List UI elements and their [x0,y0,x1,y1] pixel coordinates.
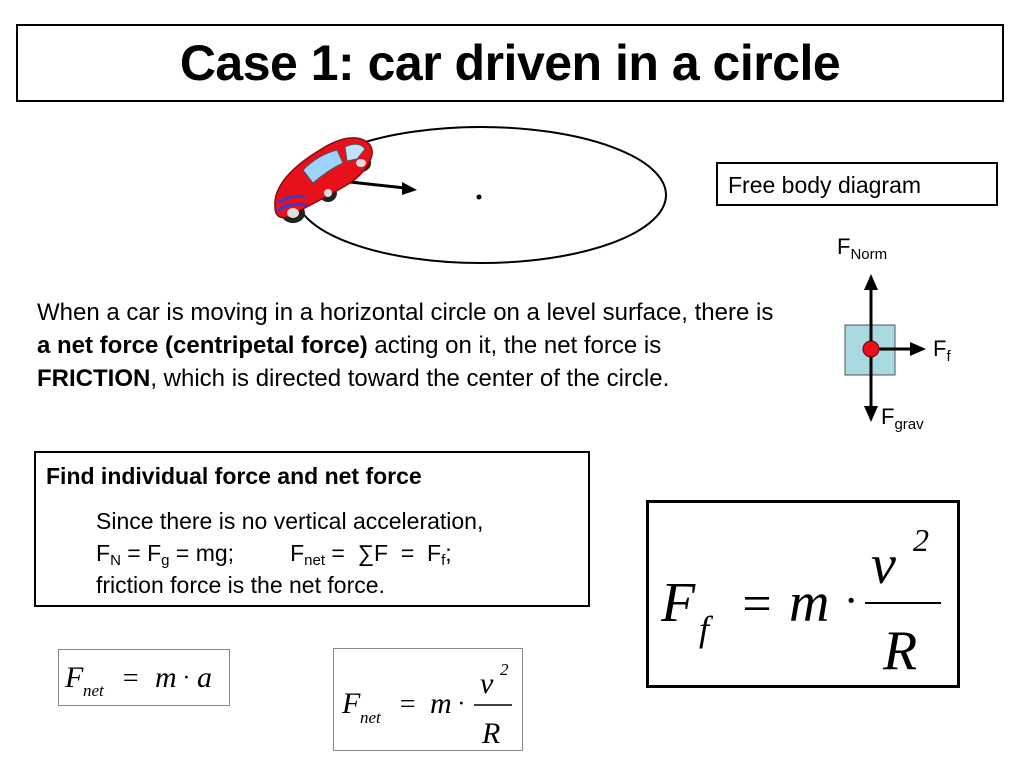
friction-force-arrow-head [910,342,926,356]
svg-text:m: m [155,661,177,694]
fbd-label-box: Free body diagram [716,162,998,206]
free-body-diagram: FNorm Ff Fgrav [837,234,951,433]
fbd-label: Free body diagram [728,172,922,198]
friction-formula-box: F f = m · v 2 R [646,500,960,688]
svg-text:v: v [871,534,896,596]
newton-second-law-formula: F net = m · a [64,661,212,700]
net-force-formula-box: F net = m · v 2 R [333,648,523,751]
centripetal-arrow [349,180,406,190]
net-force-formula: F net = m · v 2 R [341,660,512,750]
paragraph-text-3: , which is directed toward the center of… [150,365,670,392]
svg-text:2: 2 [500,660,509,679]
paragraph-bold-1: a net force (centripetal force) [37,332,368,359]
svg-text:=: = [121,663,140,694]
find-line-2: FN = Fg = mg;Fnet = ∑F = Ff; [96,540,452,569]
fbd-center-dot [862,340,880,358]
gravity-force-label: Fgrav [881,404,924,433]
paragraph-text-1: When a car is moving in a horizontal cir… [37,299,774,326]
title-box: Case 1: car driven in a circle [16,24,1004,102]
svg-text:m: m [789,572,829,634]
circle-track-diagram [274,126,667,264]
svg-text:v: v [480,667,494,700]
svg-text:F: F [341,687,361,720]
svg-text:net: net [360,708,382,727]
normal-force-arrow-head [864,274,878,290]
svg-text:·: · [458,691,464,717]
svg-text:2: 2 [913,522,929,558]
paragraph-bold-2: FRICTION [37,365,151,392]
car-icon [274,137,373,223]
svg-text:m: m [430,687,452,720]
svg-text:R: R [481,717,500,750]
normal-force-label: FNorm [837,234,887,263]
svg-text:=: = [739,576,774,633]
paragraph-text-2: acting on it, the net force is [367,332,662,359]
svg-text:R: R [882,620,917,682]
svg-text:a: a [197,661,212,694]
svg-text:·: · [183,665,189,691]
svg-text:·: · [845,576,856,625]
friction-force-label: Ff [933,336,951,365]
slide-title: Case 1: car driven in a circle [179,35,841,91]
svg-text:net: net [83,681,105,700]
find-line-3: friction force is the net force. [96,572,385,598]
centripetal-arrow-head [402,182,417,195]
find-box-title: Find individual force and net force [46,463,422,489]
explanation-paragraph: When a car is moving in a horizontal cir… [37,296,777,395]
find-forces-box: Find individual force and net force Sinc… [34,451,590,607]
svg-text:F: F [660,572,696,634]
friction-formula: F f = m · v 2 R [660,522,941,682]
circle-center-dot [476,194,482,200]
gravity-force-arrow-head [864,406,878,422]
svg-text:f: f [699,609,714,649]
svg-text:F: F [64,661,84,694]
find-box-body: Since there is no vertical acceleration,… [96,505,590,601]
find-line-1: Since there is no vertical acceleration, [96,508,484,534]
svg-text:=: = [398,689,417,720]
newton-second-law-box: F net = m · a [58,649,230,706]
